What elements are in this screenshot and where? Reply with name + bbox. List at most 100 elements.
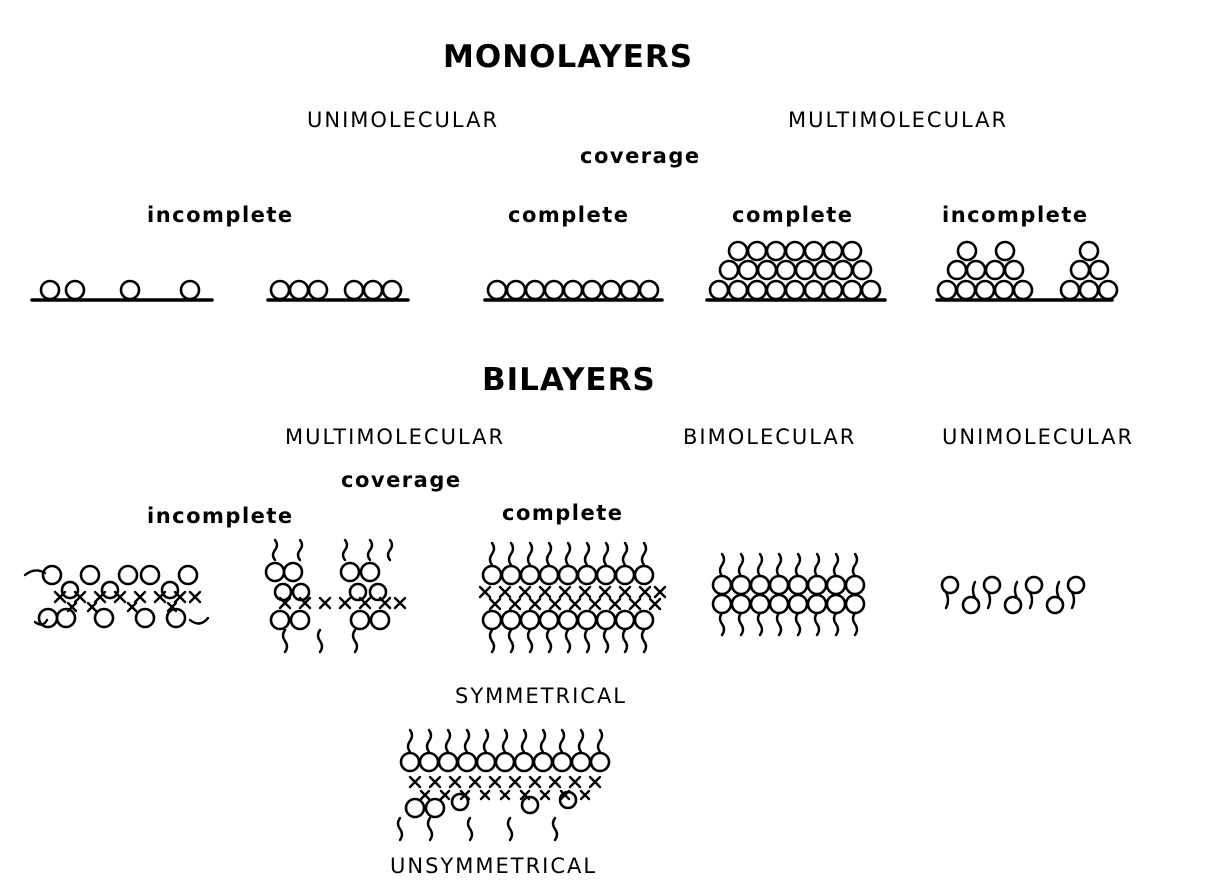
crosslink-mark [548, 775, 562, 789]
crosslink-mark [568, 775, 582, 789]
hydrocarbon-tail [341, 538, 349, 562]
crosslink-mark [528, 597, 542, 611]
crosslink-mark [66, 601, 78, 613]
molecule-head [576, 564, 598, 586]
hydrocarbon-tail [526, 628, 534, 654]
molecule-head [768, 574, 790, 596]
hydrocarbon-tail [1070, 590, 1076, 610]
hydrocarbon-tail [444, 728, 452, 754]
crosslink-mark [479, 789, 491, 801]
crosslink-mark [166, 601, 178, 613]
molecule-head [289, 609, 311, 631]
hydrocarbon-tail [775, 552, 783, 578]
molecule-head [974, 279, 996, 301]
molecule-head [851, 259, 873, 281]
crosslink-mark [419, 789, 431, 801]
hydrocarbon-tail [545, 541, 553, 567]
crosslink-mark [653, 585, 667, 599]
molecule-head [600, 279, 622, 301]
molecule-head [520, 795, 540, 815]
hydrocarbon-tail [545, 628, 553, 654]
hydrocarbon-tail [501, 728, 509, 754]
molecule-head [1003, 259, 1025, 281]
molecule-head [614, 564, 636, 586]
bi-unsymmetrical [396, 728, 611, 842]
crosslink-mark [318, 596, 332, 610]
hydrocarbon-tail [406, 728, 414, 754]
molecule-head [1066, 575, 1086, 595]
hydrocarbon-tail [621, 628, 629, 654]
crosslink-mark [53, 590, 67, 604]
molecule-head [730, 574, 752, 596]
hydrocarbon-tail [188, 616, 210, 625]
crosslink-mark [298, 596, 312, 610]
molecule-head [1059, 279, 1081, 301]
molecule-head [269, 609, 291, 631]
molecule-head [505, 279, 527, 301]
molecule-head [727, 279, 749, 301]
crosslink-mark [488, 775, 502, 789]
molecule-head [160, 580, 180, 600]
hydrocarbon-tail [551, 816, 559, 842]
molecule-head [486, 279, 508, 301]
molecule-head [727, 240, 749, 262]
hydrocarbon-tail [507, 541, 515, 567]
hydrocarbon-tail [463, 728, 471, 754]
molecule-head [519, 609, 541, 631]
molecule-head [746, 240, 768, 262]
hydrocarbon-tail [396, 816, 404, 842]
molecule-head [1078, 240, 1100, 262]
molecule-head [1012, 279, 1034, 301]
crosslink-mark [508, 597, 522, 611]
crosslink-mark [113, 590, 127, 604]
crosslink-mark [126, 601, 138, 613]
molecule-head [803, 240, 825, 262]
hydrocarbon-tail [558, 728, 566, 754]
hydrocarbon-tail [640, 628, 648, 654]
molecule-head [424, 797, 446, 819]
hydrocarbon-tail [466, 816, 474, 842]
molecule-head [711, 574, 733, 596]
molecule-head [965, 259, 987, 281]
mono-incomplete-label-1: incomplete [147, 203, 294, 227]
mono-multimolecular-label: MULTIMOLECULAR [788, 108, 1009, 132]
bi-multi-incomplete-2 [264, 538, 407, 654]
molecule-head [562, 279, 584, 301]
hydrocarbon-tail [737, 552, 745, 578]
molecule-head [1088, 259, 1110, 281]
hydrocarbon-tail [832, 552, 840, 578]
molecule-head [165, 607, 187, 629]
molecule-head [282, 561, 304, 583]
hydrocarbon-tail [832, 611, 840, 637]
molecule-head [576, 609, 598, 631]
crosslink-mark [488, 597, 502, 611]
crosslink-mark [518, 585, 532, 599]
crosslink-mark [86, 601, 98, 613]
hydrocarbon-tail [564, 628, 572, 654]
hydrocarbon-tail [33, 618, 49, 626]
molecule-head [936, 279, 958, 301]
crosslink-mark [153, 590, 167, 604]
molecule-head [532, 751, 554, 773]
molecule-head [619, 279, 641, 301]
hydrocarbon-tail [794, 611, 802, 637]
molecule-head [787, 593, 809, 615]
molecule-head [437, 751, 459, 773]
bi-coverage-label: coverage [341, 468, 462, 492]
crosslink-mark [539, 789, 551, 801]
molecule-head [179, 279, 201, 301]
hydrocarbon-tail [621, 541, 629, 567]
molecule-head [711, 593, 733, 615]
molecule-head [993, 279, 1015, 301]
molecule-head [961, 595, 981, 615]
molecule-head [100, 580, 120, 600]
molecule-head [500, 609, 522, 631]
molecule-head [456, 751, 478, 773]
hydrocarbon-tail [775, 611, 783, 637]
hydrocarbon-tail [488, 541, 496, 567]
molecule-head [1003, 595, 1023, 615]
molecule-head [841, 240, 863, 262]
molecule-head [273, 582, 293, 602]
molecule-head [551, 751, 573, 773]
